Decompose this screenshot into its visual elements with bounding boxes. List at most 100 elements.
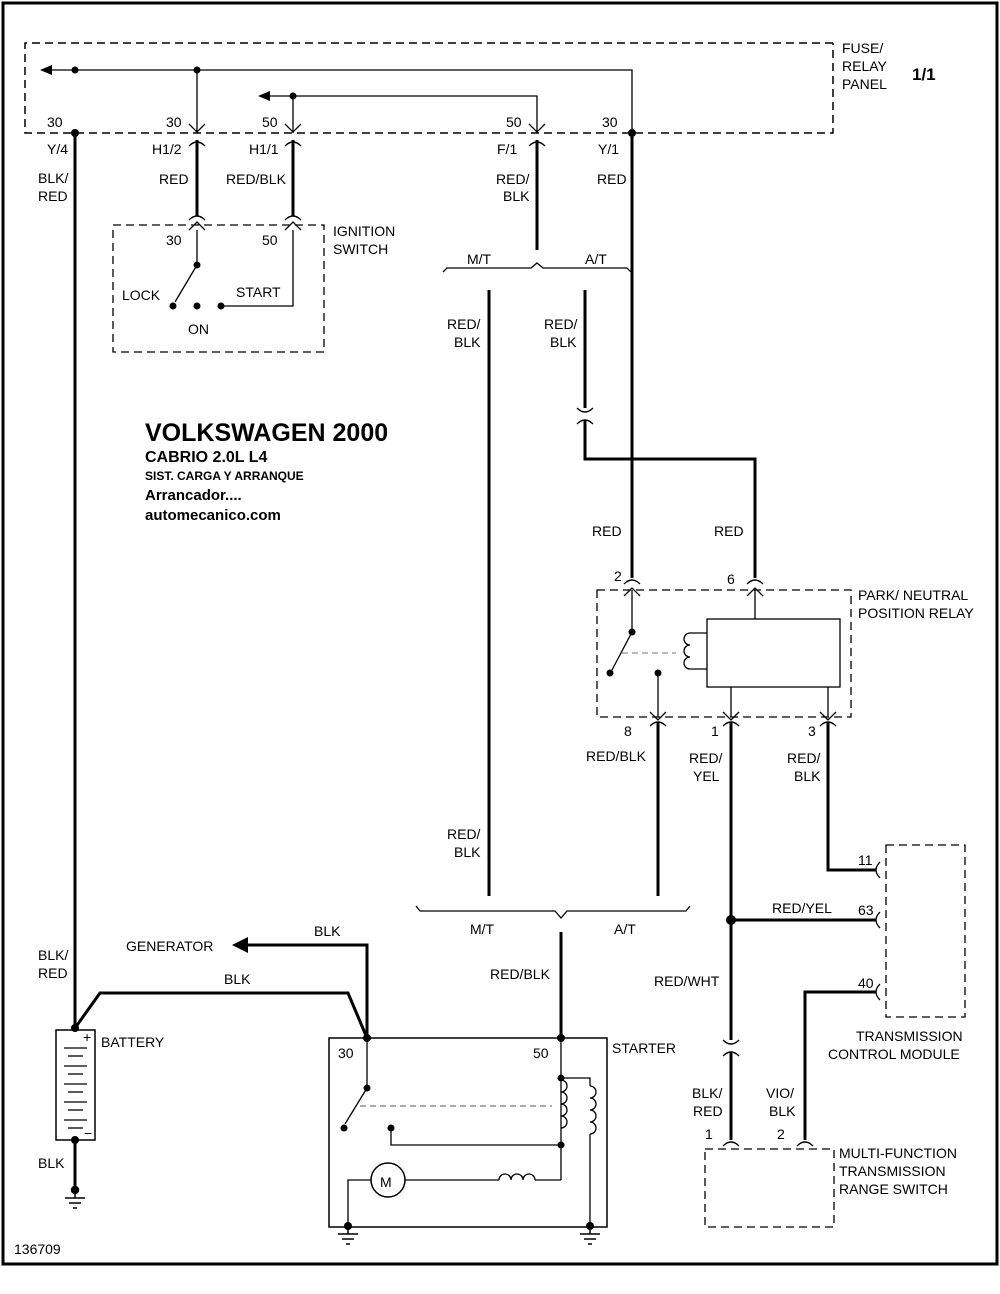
starter-label: STARTER xyxy=(612,1040,676,1056)
wire-label: RED/ xyxy=(496,171,530,187)
starter-blade xyxy=(344,1087,368,1125)
starter-contact xyxy=(340,1124,348,1132)
wire-vio-blk xyxy=(803,990,876,1140)
option-bracket-bottom: M/T A/T xyxy=(415,905,691,937)
wires xyxy=(73,133,876,1188)
range-switch-pin-2: 2 xyxy=(777,1126,785,1142)
ignition-contact xyxy=(169,302,177,310)
generator: GENERATOR xyxy=(126,937,248,954)
battery: + − BATTERY xyxy=(55,1029,165,1144)
range-switch-outline xyxy=(704,1148,835,1228)
relay-pin-3: 3 xyxy=(808,723,816,739)
bus-node xyxy=(71,66,79,74)
starter-node xyxy=(557,1141,565,1149)
wire-node xyxy=(726,915,736,925)
wire-label: VIO/ xyxy=(766,1085,794,1101)
wire-label: RED xyxy=(714,523,744,539)
generator-label: GENERATOR xyxy=(126,938,213,954)
starter-term-50: 50 xyxy=(533,1045,549,1061)
fuse-panel-label-3: PANEL xyxy=(842,76,887,92)
wire-label: BLK xyxy=(769,1103,796,1119)
wire-label: RED xyxy=(38,188,68,204)
wire-labels: BLK/ RED RED RED/BLK RED/ BLK RED RED/ B… xyxy=(38,170,832,1171)
relay-pin-6: 6 xyxy=(727,571,735,587)
range-switch: 1 2 MULTI-FUNCTION TRANSMISSION RANGE SW… xyxy=(704,1126,957,1228)
ignition-switch-label-1: IGNITION xyxy=(333,223,395,239)
connector-symbol xyxy=(576,407,594,425)
starter-hold-coil xyxy=(589,1085,597,1135)
ignition-term-30: 30 xyxy=(166,232,182,248)
ignition-term-50: 50 xyxy=(262,232,278,248)
option-bracket-top: M/T A/T xyxy=(442,251,632,273)
starter-lead xyxy=(561,1077,591,1086)
option-mt: M/T xyxy=(470,921,495,937)
title-make-year: VOLKSWAGEN 2000 xyxy=(145,419,388,447)
option-at: A/T xyxy=(585,251,607,267)
ground-icon xyxy=(580,1226,600,1245)
connector-symbol xyxy=(284,215,302,231)
fuse-terminal: 30 xyxy=(166,114,182,130)
connector-symbol xyxy=(746,579,764,597)
wire-label: BLK/ xyxy=(38,947,68,963)
ignition-switch: IGNITION SWITCH 30 50 LOCK ON START xyxy=(112,223,395,353)
range-switch-label-3: RANGE SWITCH xyxy=(839,1181,948,1197)
wire-label: RED/BLK xyxy=(490,966,551,982)
page-number: 1/1 xyxy=(912,65,936,84)
wire-label: RED/BLK xyxy=(586,748,647,764)
connector-symbol xyxy=(796,1141,814,1147)
transmission-control-module: 11 63 40 TRANSMISSION CONTROL MODULE xyxy=(828,844,966,1062)
ground-icon xyxy=(65,1185,85,1209)
relay-coil xyxy=(683,632,707,670)
wire-label: YEL xyxy=(693,768,720,784)
battery-label: BATTERY xyxy=(101,1034,165,1050)
wire-label: BLK xyxy=(314,923,341,939)
connector-symbol xyxy=(188,215,206,231)
fuse-connector: Y/4 xyxy=(47,141,68,157)
wire-label: RED xyxy=(693,1103,723,1119)
wire-label: RED/WHT xyxy=(654,973,720,989)
battery-cells xyxy=(64,1047,87,1129)
generator-arrow xyxy=(232,937,248,953)
starter-motor-label: M xyxy=(380,1174,392,1190)
connector-symbol xyxy=(722,1141,740,1147)
ignition-switch-label-2: SWITCH xyxy=(333,241,388,257)
ignition-contact xyxy=(193,302,201,310)
connector-symbol xyxy=(819,711,837,727)
wire-label: BLK xyxy=(38,1155,65,1171)
wire-label: BLK xyxy=(454,844,481,860)
wire-node xyxy=(71,1024,79,1032)
ignition-lock-label: LOCK xyxy=(122,287,161,303)
starter-term-30: 30 xyxy=(338,1045,354,1061)
connector-symbol xyxy=(284,123,302,147)
option-mt: M/T xyxy=(467,251,492,267)
fuse-bus-50 xyxy=(268,95,538,133)
starter-solenoid-coil xyxy=(560,1079,568,1129)
tcm-pin-63: 63 xyxy=(858,902,874,918)
battery-plus: + xyxy=(83,1029,91,1045)
connector-symbol xyxy=(722,711,740,727)
starter-motor xyxy=(370,1162,406,1198)
battery-case xyxy=(55,1029,96,1141)
starter: STARTER 30 50 M xyxy=(328,1037,676,1230)
ground-icon xyxy=(338,1226,358,1245)
starter-lead xyxy=(390,1128,561,1146)
wire-red-blk-3 xyxy=(826,722,876,872)
bus-arrow-left xyxy=(258,91,270,101)
fuse-terminal: 30 xyxy=(47,114,63,130)
title-model: CABRIO 2.0L L4 xyxy=(145,449,268,466)
title-system: SIST. CARGA Y ARRANQUE xyxy=(145,469,304,483)
tcm-pin-11: 11 xyxy=(858,852,873,868)
fuse-panel-outline xyxy=(24,42,834,134)
wire-blk-generator xyxy=(248,943,369,1038)
relay-pin-1: 1 xyxy=(711,723,719,739)
option-brace xyxy=(415,905,691,919)
fuse-panel-label-2: RELAY xyxy=(842,58,888,74)
relay-label-2: POSITION RELAY xyxy=(858,605,974,621)
wire-label: RED xyxy=(592,523,622,539)
wire-node xyxy=(628,129,636,137)
tcm-pin-40: 40 xyxy=(858,975,874,991)
bus-arrow-left xyxy=(40,65,52,75)
ignition-switch-outline xyxy=(112,224,325,353)
wire-label: BLK/ xyxy=(38,170,68,186)
